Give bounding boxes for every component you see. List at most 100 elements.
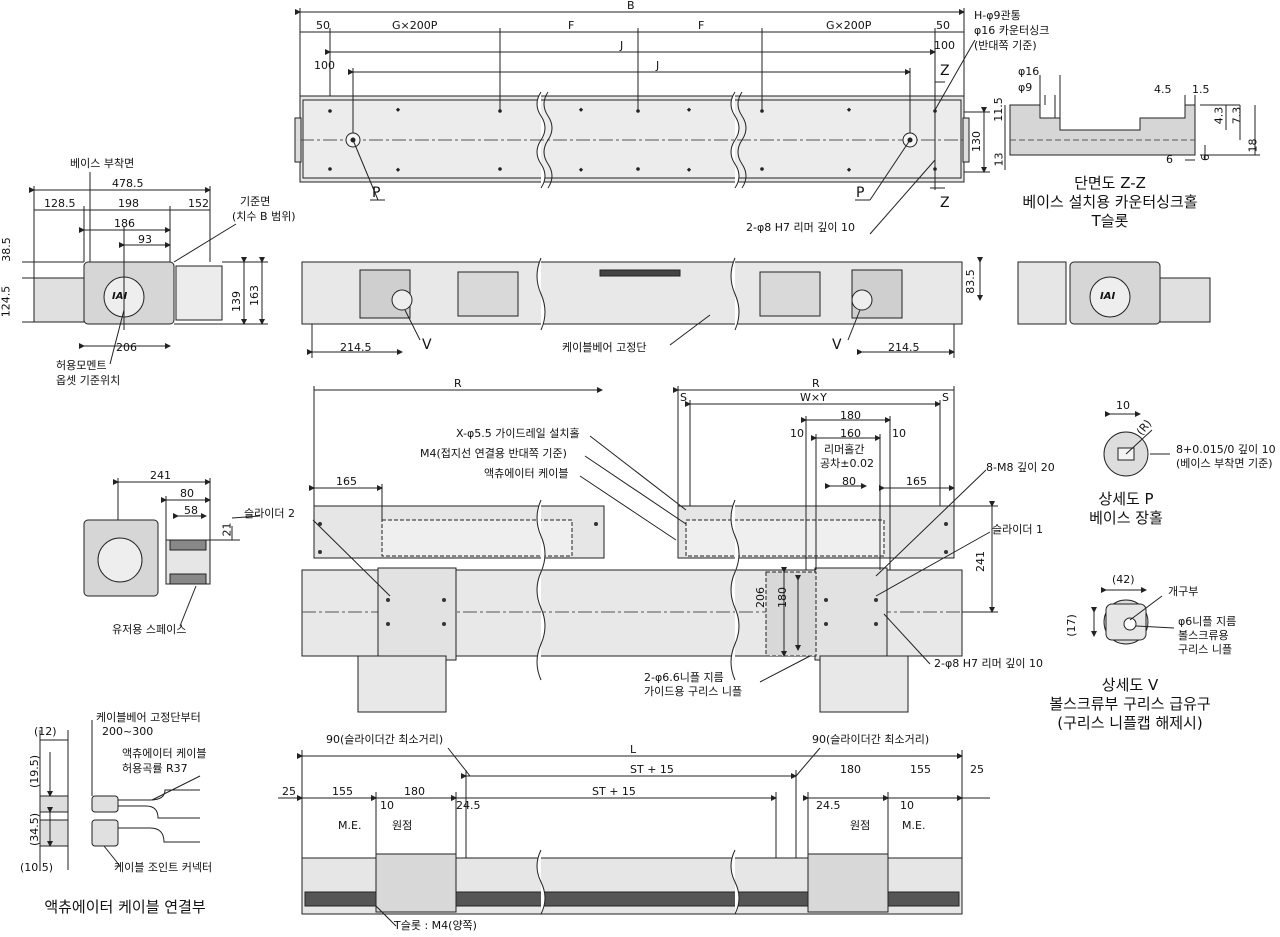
dim-100-left: 100 (314, 59, 335, 72)
note-nipple-1: 2-φ6.6니플 지름 (644, 671, 724, 684)
ref-label-2: (치수 B 범위) (232, 210, 296, 223)
bv-l: L (630, 743, 637, 756)
sz-phi9: φ9 (1018, 81, 1033, 94)
bv-10-right: 10 (900, 799, 914, 812)
note-nipple-2: 가이드용 구리스 니플 (644, 685, 743, 698)
dim-124-5: 124.5 (0, 285, 13, 318)
dp-title-2: 베이스 장홀 (1089, 508, 1163, 527)
mark-z-bottom: Z (940, 195, 950, 211)
cd-34-5: (34.5) (28, 812, 42, 847)
bottom-view (278, 747, 990, 927)
bv-155-right: 155 (910, 763, 931, 776)
note-slider-2: 슬라이더 2 (244, 507, 295, 520)
cd-note-4: 허용곡률 R37 (122, 762, 188, 775)
bv-st15-a: ST + 15 (630, 763, 674, 776)
reamer-tol-1: 리머홀간 (824, 443, 865, 456)
sz-13: 13 (992, 152, 1006, 167)
dv-17: (17) (1064, 614, 1078, 637)
dim-152: 152 (188, 197, 209, 210)
us-dim-58: 58 (184, 504, 198, 517)
us-dim-241: 241 (150, 469, 171, 482)
us-dim-21: 21 (220, 522, 234, 537)
dp-ref: (베이스 부착면 기준) (1176, 457, 1273, 470)
dim-80-slider: 80 (842, 475, 856, 488)
bv-me-left: M.E. (338, 819, 362, 832)
detail-p (1103, 411, 1170, 477)
mark-p-left: P (372, 185, 381, 201)
sz-4-3: 4.3 (1212, 106, 1226, 125)
note-slider-1: 슬라이더 1 (992, 523, 1043, 536)
dim-160: 160 (840, 427, 861, 440)
bv-24-5-right: 24.5 (816, 799, 841, 812)
dim-130: 130 (970, 131, 983, 152)
dim-206-slider: 206 (754, 587, 767, 608)
mark-p-right: P (856, 185, 865, 201)
cd-19-5: (19.5) (28, 754, 42, 789)
cd-note-5: 케이블 조인트 커넥터 (114, 861, 213, 874)
iai-logo-left: IAI (112, 291, 128, 302)
dim-g200p-right: G×200P (826, 19, 872, 32)
sz-7-3: 7.3 (1230, 106, 1244, 125)
dp-title-1: 상세도 P (1098, 490, 1154, 508)
bv-10-left: 10 (380, 799, 394, 812)
bv-155-left: 155 (332, 785, 353, 798)
sz-title-3: T슬롯 (1091, 211, 1129, 230)
slider-top-view (301, 386, 998, 713)
cd-note-3: 액츄에이터 케이블 (122, 747, 207, 760)
dim-f-right: F (698, 19, 705, 32)
reamer-tol-2: 공차±0.02 (820, 457, 874, 470)
end-view-left (22, 172, 268, 365)
sz-phi16: φ16 (1018, 65, 1040, 78)
user-space-label: 유저용 스페이스 (112, 623, 187, 636)
dim-s-right: S (942, 391, 949, 404)
bv-90-right: 90(슬라이더간 최소거리) (812, 733, 930, 746)
bv-25-left: 25 (282, 785, 296, 798)
dim-198: 198 (118, 197, 139, 210)
bv-90-left: 90(슬라이더간 최소거리) (326, 733, 444, 746)
dv-note-1: φ6니플 지름 (1178, 615, 1237, 628)
sz-title-2: 베이스 설치용 카운터싱크홀 (1022, 192, 1198, 211)
dp-title: 상세도 P 베이스 장홀 (1056, 490, 1196, 528)
dim-139: 139 (230, 291, 243, 312)
dv-note-3: 구리스 니플 (1178, 643, 1233, 656)
dim-128-5: 128.5 (44, 197, 76, 210)
dv-42: (42) (1112, 573, 1135, 586)
dim-165-left: 165 (336, 475, 357, 488)
section-zz (1004, 75, 1260, 170)
dim-g200p-left: G×200P (392, 19, 438, 32)
cd-12: (12) (34, 725, 57, 738)
moment-label-1: 허용모멘트 (56, 359, 107, 372)
dim-163: 163 (248, 285, 261, 306)
dim-100-right: 100 (934, 39, 955, 52)
dv-opening: 개구부 (1168, 585, 1199, 598)
dv-title-1: 상세도 V (1101, 676, 1159, 694)
sz-1-5: 1.5 (1192, 83, 1210, 96)
sz-18: 18 (1246, 138, 1260, 153)
cable-detail (39, 720, 201, 870)
dim-214-5-left: 214.5 (340, 341, 372, 354)
bv-tslot: T슬롯 : M4(양쪽) (394, 919, 477, 932)
bv-st15-b: ST + 15 (592, 785, 636, 798)
bv-180-left: 180 (404, 785, 425, 798)
note-actuator-cable: 액츄에이터 케이블 (484, 467, 569, 480)
dv-title-3: (구리스 니플캡 해제시) (1057, 713, 1203, 732)
bv-origin-left: 원점 (392, 819, 413, 832)
sz-title-1: 단면도 Z-Z (1074, 174, 1146, 192)
bv-me-right: M.E. (902, 819, 926, 832)
note-guide-rail: X-φ5.5 가이드레일 설치홀 (456, 427, 580, 440)
dim-r-right: R (812, 377, 820, 390)
conveyor-fixed-label: 케이블베어 고정단 (562, 341, 647, 354)
note-8-m8: 8-M8 깊이 20 (986, 461, 1055, 474)
bv-25-right: 25 (970, 763, 984, 776)
dim-180-top: 180 (840, 409, 861, 422)
dim-206-end: 206 (116, 341, 137, 354)
dim-f-left: F (568, 19, 575, 32)
hole-note-3: (반대쪽 기준) (974, 39, 1037, 52)
dp-10: 10 (1116, 399, 1130, 412)
dim-38-5: 38.5 (0, 237, 13, 262)
dim-j-inner: J (656, 59, 660, 72)
hole-note-1: H-φ9관통 (974, 9, 1021, 22)
sz-4-5: 4.5 (1154, 83, 1172, 96)
dim-j-outer: J (620, 39, 624, 52)
bv-180-right: 180 (840, 763, 861, 776)
